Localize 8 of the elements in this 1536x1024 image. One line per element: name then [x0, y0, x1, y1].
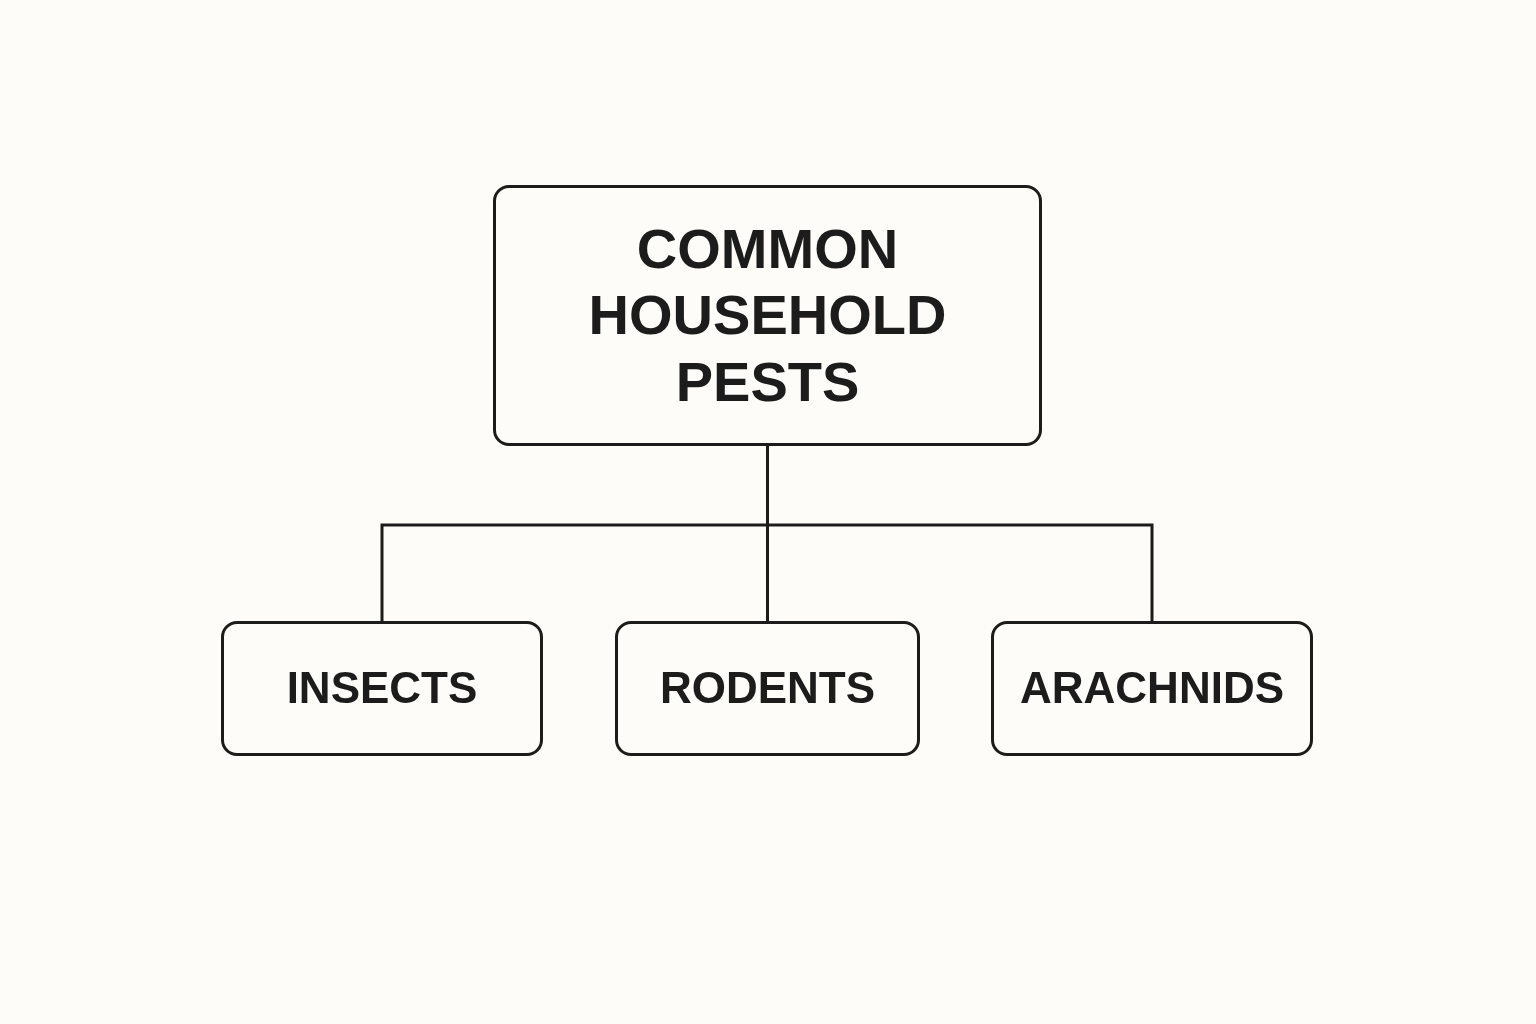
category-box	[221, 621, 543, 756]
category-box	[615, 621, 920, 756]
category-label: RODENTS	[659, 662, 876, 715]
root-box	[493, 185, 1042, 446]
category-box	[991, 621, 1313, 756]
category-label: ARACHNIDS	[1020, 662, 1284, 715]
category-label: INSECTS	[286, 662, 478, 715]
diagram-heading: COMMON HOUSEHOLD PESTS	[587, 216, 948, 415]
